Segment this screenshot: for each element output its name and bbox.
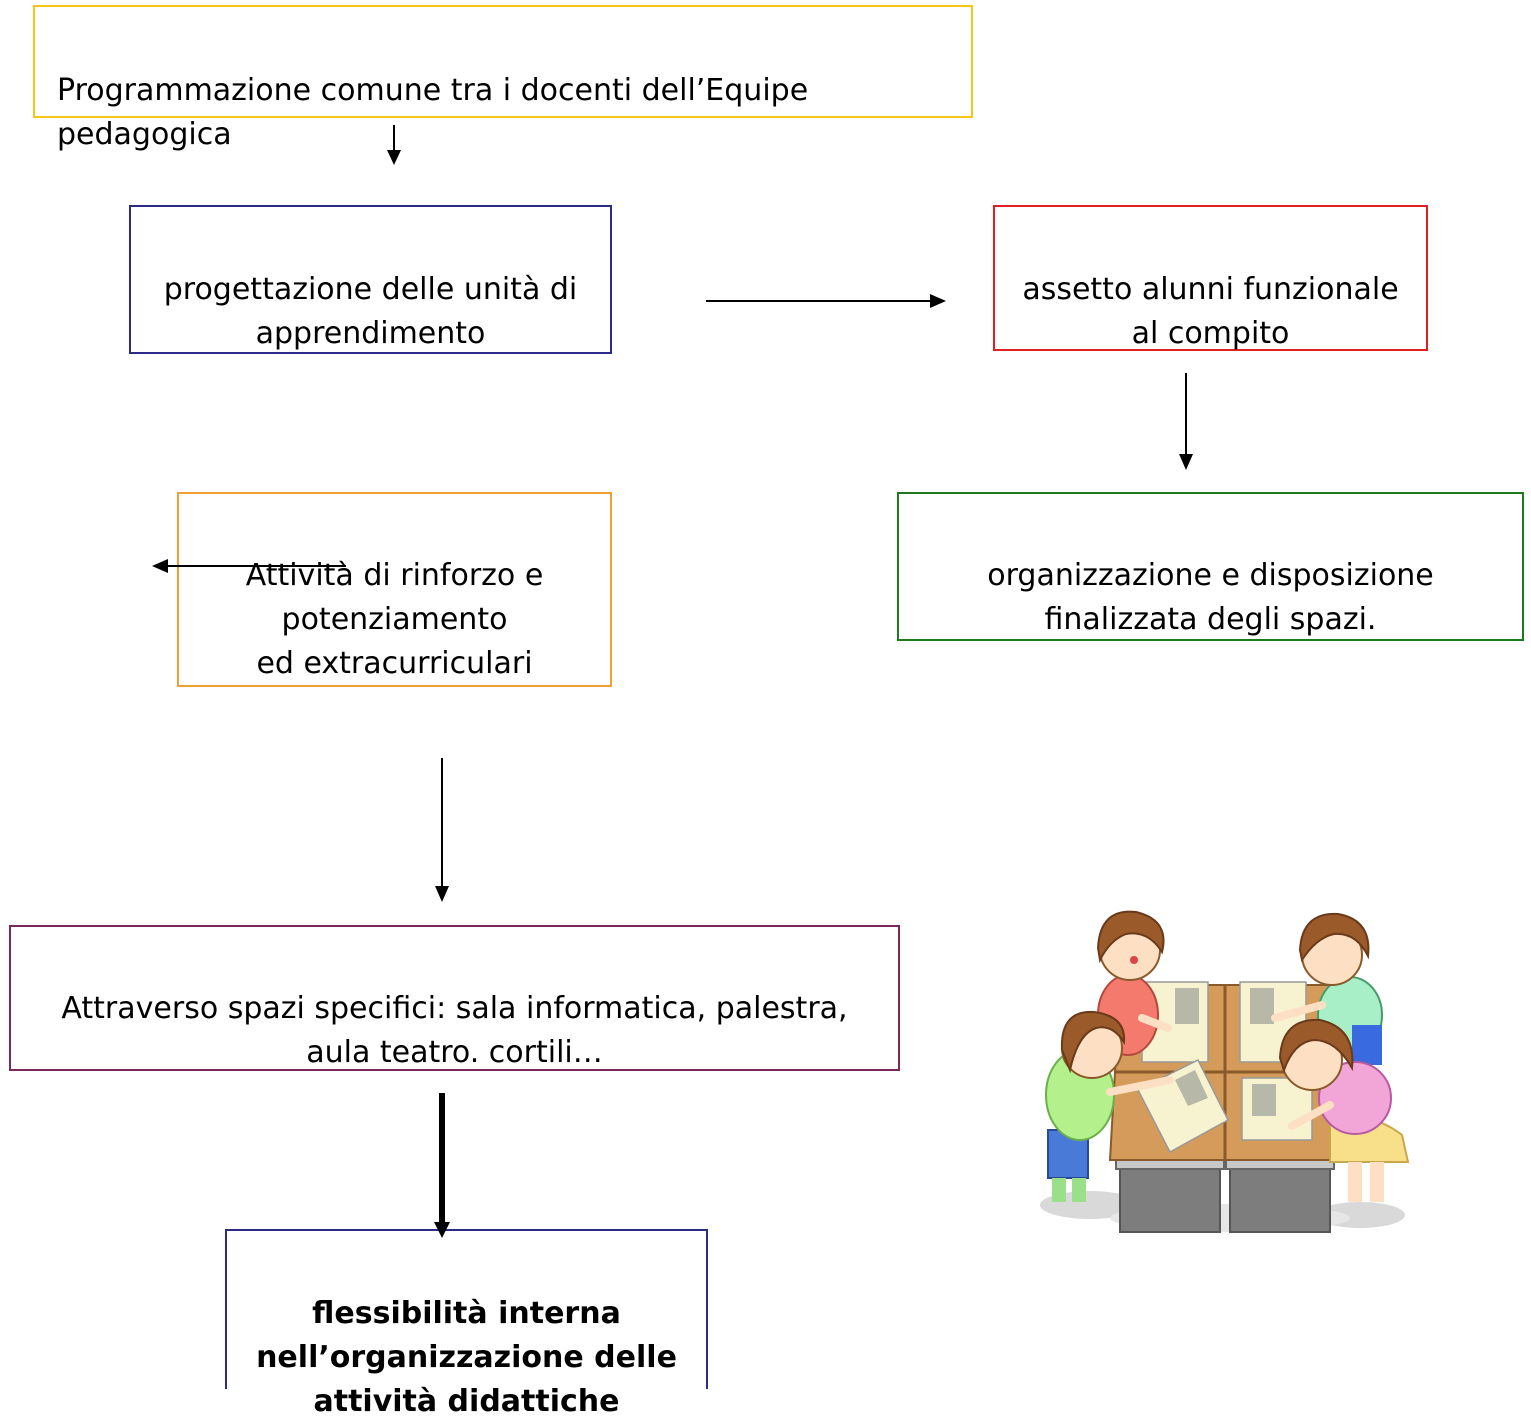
arrow-spazi-to-flessibilita (434, 1093, 450, 1238)
arrow-to-spazi (435, 758, 449, 902)
children-at-desks-illustration (1040, 910, 1410, 1233)
box-attivita: Attività di rinforzo e potenziamento ed … (177, 492, 612, 687)
box-programmazione: Programmazione comune tra i docenti dell… (33, 5, 973, 152)
box-programmazione-text: Programmazione comune tra i docenti dell… (57, 73, 809, 152)
arrow-progettazione-to-assetto (706, 294, 946, 308)
box-attivita-text: Attività di rinforzo e potenziamento ed … (245, 558, 544, 681)
box-flessibilita: flessibilità interna nell’organizzazione… (225, 1229, 708, 1419)
box-progettazione: progettazione delle unità di apprendimen… (129, 205, 612, 354)
box-assetto: assetto alunni funzionale al compito (993, 205, 1428, 351)
box-organizzazione: organizzazione e disposizione finalizzat… (897, 492, 1524, 641)
arrow-assetto-to-organizzazione (1179, 373, 1193, 470)
box-spazi-text: Attraverso spazi specifici: sala informa… (61, 991, 848, 1070)
box-assetto-text: assetto alunni funzionale al compito (1022, 272, 1399, 351)
box-progettazione-text: progettazione delle unità di apprendimen… (163, 272, 578, 351)
arrow-left-from-attivita (152, 559, 346, 573)
connector-arrows (152, 125, 1193, 1238)
box-organizzazione-text: organizzazione e disposizione finalizzat… (987, 558, 1434, 637)
box-spazi: Attraverso spazi specifici: sala informa… (9, 925, 900, 1071)
arrow-programmazione-to-progettazione (387, 125, 401, 165)
